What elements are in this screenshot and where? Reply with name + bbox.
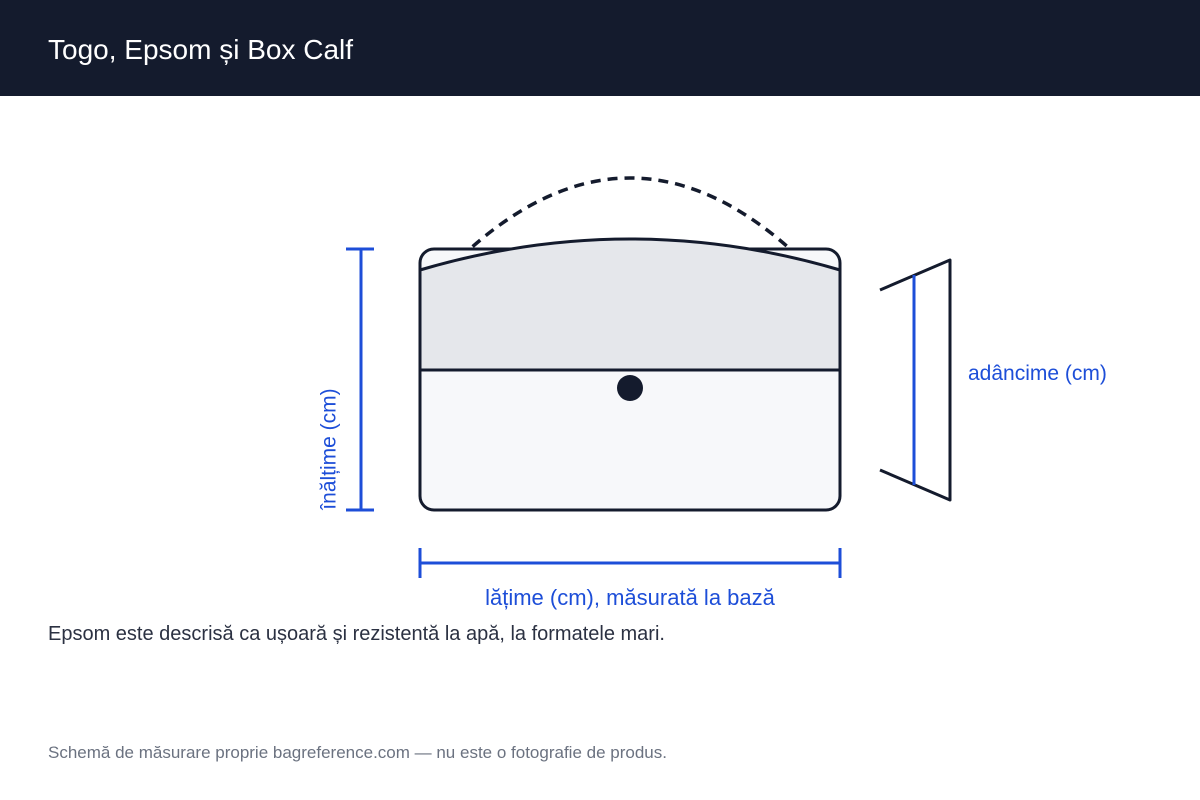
bag-handle — [458, 176, 802, 260]
header-bar: Togo, Epsom și Box Calf — [0, 0, 1200, 96]
width-label: lățime (cm), măsurată la bază — [485, 585, 776, 610]
bag-clasp — [617, 375, 643, 401]
material-note: Epsom este descrisă ca ușoară și reziste… — [48, 623, 665, 645]
height-label: înălțime (cm) — [318, 388, 341, 510]
height-measure — [346, 247, 374, 512]
disclaimer-text: Schemă de măsurare proprie bagreference.… — [48, 743, 667, 762]
page-title: Togo, Epsom și Box Calf — [48, 34, 354, 65]
bag-flap — [418, 237, 842, 372]
width-measure — [418, 548, 842, 578]
depth-label: adâncime (cm) — [968, 362, 1107, 385]
